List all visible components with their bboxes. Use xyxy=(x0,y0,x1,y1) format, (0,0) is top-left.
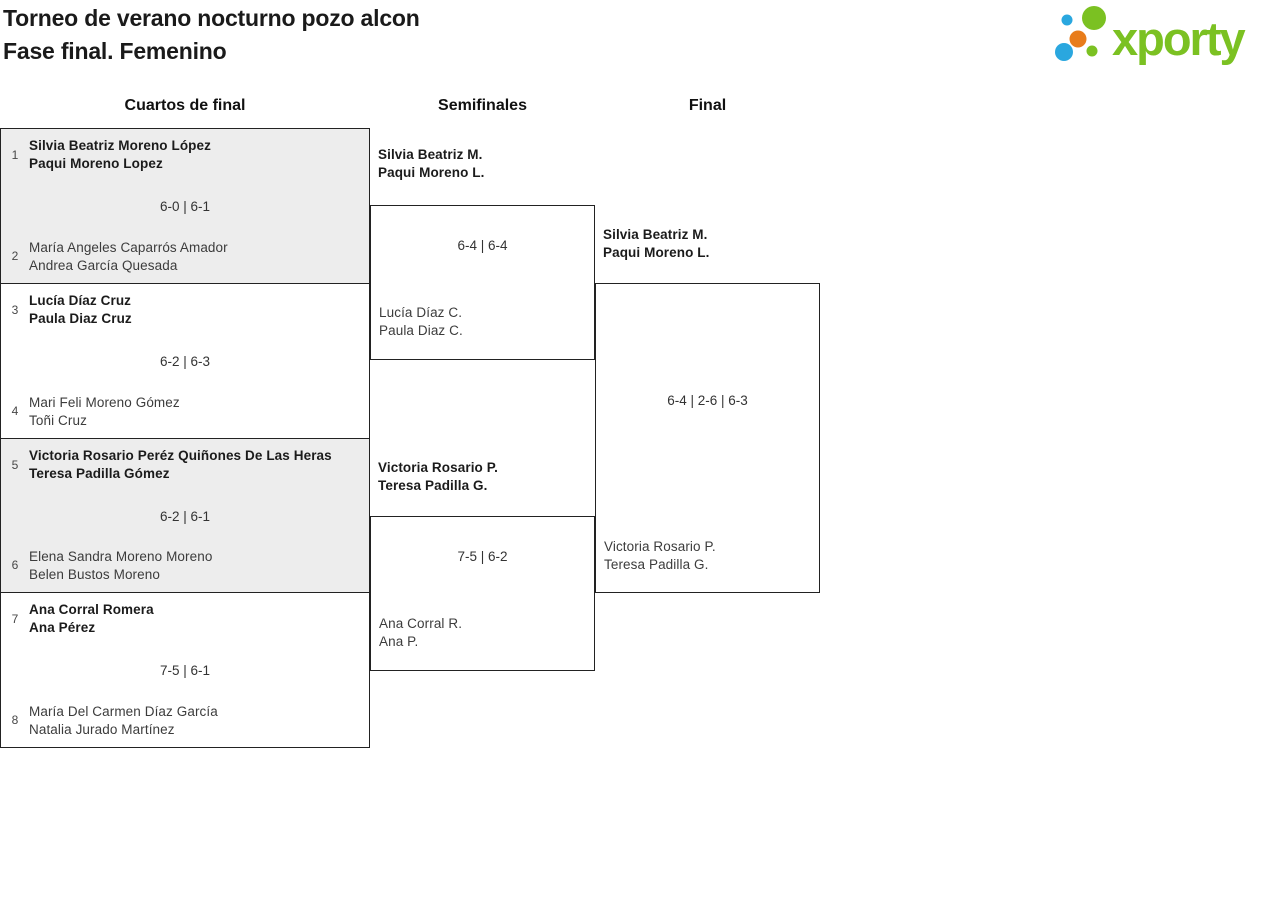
team-names: Ana Corral R. Ana P. xyxy=(379,615,462,651)
player-name: Teresa Padilla G. xyxy=(604,557,709,572)
player-name: Paula Diaz Cruz xyxy=(29,310,132,326)
sf-match-1: 6-4 | 6-4 Lucía Díaz C. Paula Diaz C. xyxy=(370,205,595,360)
team-names: Ana Corral Romera Ana Pérez xyxy=(29,601,154,637)
player-name: María Del Carmen Díaz García xyxy=(29,704,218,719)
team-names: Silvia Beatriz Moreno López Paqui Moreno… xyxy=(29,137,211,173)
player-name: Elena Sandra Moreno Moreno xyxy=(29,549,213,565)
logo-dot-blue-medium xyxy=(1055,43,1073,61)
player-name: Toñi Cruz xyxy=(29,412,87,428)
player-name: Paula Diaz C. xyxy=(379,323,463,338)
logo-dot-blue-small xyxy=(1061,14,1073,26)
seed-number: 3 xyxy=(11,302,19,317)
round-header-final: Final xyxy=(688,97,727,114)
logo-dot-green-small xyxy=(1086,45,1098,57)
seed-number: 2 xyxy=(11,248,19,263)
qf-match-3: 5 Victoria Rosario Peréz Quiñones De Las… xyxy=(1,437,369,593)
team-names: María Angeles Caparrós Amador Andrea Gar… xyxy=(29,239,228,275)
round-header-semifinales: Semifinales xyxy=(438,97,527,114)
player-name: Victoria Rosario P. xyxy=(604,539,716,554)
player-name: Andrea García Quesada xyxy=(29,257,178,273)
final-match: 6-4 | 2-6 | 6-3 Victoria Rosario P. Tere… xyxy=(595,283,820,593)
player-name: Paqui Moreno Lopez xyxy=(29,156,163,171)
seed-number: 8 xyxy=(11,713,19,727)
player-name: Paqui Moreno L. xyxy=(378,165,485,180)
player-name: Belen Bustos Moreno xyxy=(29,567,160,583)
sf1-winner-team: Silvia Beatriz M. Paqui Moreno L. xyxy=(378,146,485,182)
round-header-cuartos: Cuartos de final xyxy=(124,97,246,114)
logo-wordmark: xporty xyxy=(1112,12,1246,65)
seed-number: 1 xyxy=(11,148,19,162)
team-names: Elena Sandra Moreno Moreno Belen Bustos … xyxy=(29,548,212,584)
logo-dot-green-large xyxy=(1082,6,1106,30)
team-names: Victoria Rosario P. Teresa Padilla G. xyxy=(604,538,716,574)
team-names: Lucía Díaz Cruz Paula Diaz Cruz xyxy=(29,292,132,328)
match-score: 6-4 | 2-6 | 6-3 xyxy=(667,393,748,408)
player-name: Ana Pérez xyxy=(29,620,96,636)
xporty-logo[interactable]: xporty xyxy=(1050,0,1280,74)
team-names: Mari Feli Moreno Gómez Toñi Cruz xyxy=(29,394,180,430)
match-score: 6-4 | 6-4 xyxy=(457,238,508,253)
seed-number: 7 xyxy=(11,612,19,627)
player-name: María Angeles Caparrós Amador xyxy=(29,239,228,255)
player-name: Victoria Rosario Peréz Quiñones De Las H… xyxy=(29,447,332,463)
match-score: 7-5 | 6-2 xyxy=(457,549,508,564)
match-score: 6-2 | 6-3 xyxy=(159,353,211,369)
player-name: Victoria Rosario P. xyxy=(378,460,498,475)
player-name: Silvia Beatriz Moreno López xyxy=(29,138,211,153)
seed-number: 5 xyxy=(11,457,19,472)
player-name: Teresa Padilla Gómez xyxy=(29,465,170,481)
phase-name: Fase final. Femenino xyxy=(3,38,227,64)
logo-dot-orange xyxy=(1069,30,1087,48)
player-name: Natalia Jurado Martínez xyxy=(29,722,175,737)
player-name: Silvia Beatriz M. xyxy=(378,147,483,162)
page-title: Torneo de verano nocturno pozo alcon Fas… xyxy=(3,2,420,68)
player-name: Paqui Moreno L. xyxy=(603,245,710,260)
quarterfinals-column: 1 Silvia Beatriz Moreno López Paqui More… xyxy=(0,128,370,748)
tournament-name: Torneo de verano nocturno pozo alcon xyxy=(3,5,420,31)
final-winner-team: Silvia Beatriz M. Paqui Moreno L. xyxy=(603,226,710,262)
seed-number: 6 xyxy=(11,558,19,573)
team-names: Victoria Rosario Peréz Quiñones De Las H… xyxy=(29,447,332,483)
match-score: 6-2 | 6-1 xyxy=(159,508,211,524)
match-score: 6-0 | 6-1 xyxy=(159,199,211,214)
team-names: María Del Carmen Díaz García Natalia Jur… xyxy=(29,703,218,739)
player-name: Ana P. xyxy=(379,634,419,649)
player-name: Lucía Díaz C. xyxy=(379,305,463,320)
sf2-winner-team: Victoria Rosario P. Teresa Padilla G. xyxy=(378,459,498,495)
qf-match-4: 7 Ana Corral Romera Ana Pérez 7-5 | 6-1 … xyxy=(1,592,369,747)
match-score: 7-5 | 6-1 xyxy=(159,663,211,679)
seed-number: 4 xyxy=(11,403,19,418)
qf-match-1: 1 Silvia Beatriz Moreno López Paqui More… xyxy=(1,129,369,283)
qf-match-2: 3 Lucía Díaz Cruz Paula Diaz Cruz 6-2 | … xyxy=(1,282,369,438)
player-name: Ana Corral Romera xyxy=(29,602,154,618)
sf-match-2: 7-5 | 6-2 Ana Corral R. Ana P. xyxy=(370,516,595,671)
player-name: Teresa Padilla G. xyxy=(378,478,488,493)
player-name: Lucía Díaz Cruz xyxy=(29,292,132,308)
player-name: Ana Corral R. xyxy=(379,616,463,631)
team-names: Lucía Díaz C. Paula Diaz C. xyxy=(379,304,463,340)
player-name: Silvia Beatriz M. xyxy=(603,227,708,242)
player-name: Mari Feli Moreno Gómez xyxy=(29,394,180,410)
